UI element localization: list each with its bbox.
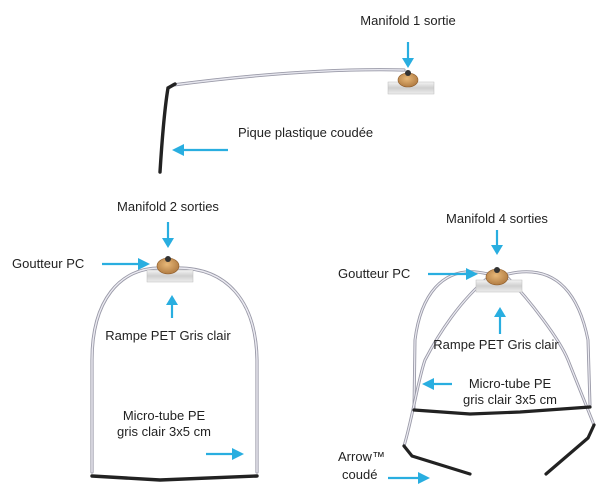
microtube-top [171, 68, 406, 87]
label-arrow-2: coudé [342, 467, 378, 482]
microtube-left-loop [90, 266, 259, 474]
arrow-microtube-right [422, 378, 452, 390]
arrow-rampe-right [494, 307, 506, 334]
arrow-manifold-4 [491, 230, 503, 255]
label-arrow-1: Arrow™ [338, 449, 385, 464]
dripper-top [397, 70, 419, 88]
label-goutteur-left: Goutteur PC [12, 256, 85, 271]
label-manifold-1: Manifold 1 sortie [360, 13, 456, 28]
stake-top [158, 82, 177, 174]
pointer-arrows [102, 42, 506, 484]
arrow-manifold-2 [162, 222, 174, 248]
label-goutteur-right: Goutteur PC [338, 266, 411, 281]
stake-right-upper [412, 405, 592, 416]
dripper-left [156, 256, 180, 275]
label-microtube-right-1: Micro-tube PE [468, 376, 552, 391]
manifold-2-assembly [90, 256, 259, 482]
manifold-1-assembly [158, 68, 435, 174]
label-microtube-right-2: gris clair 3x5 cm [463, 392, 557, 407]
label-rampe-right: Rampe PET Gris clair [433, 337, 559, 352]
manifold-4-assembly [402, 267, 596, 476]
label-microtube-left-2: gris clair 3x5 cm [117, 424, 211, 439]
arrow-goutteur-right [428, 268, 478, 280]
arrow-arrow-coude [388, 472, 430, 484]
stake-left-bottom [90, 474, 259, 482]
label-pique: Pique plastique coudée [238, 125, 374, 140]
arrow-stake-right [544, 423, 596, 476]
label-manifold-2: Manifold 2 sorties [117, 199, 219, 214]
label-rampe-left: Rampe PET Gris clair [105, 328, 231, 343]
arrow-goutteur-left [102, 258, 150, 270]
arrow-stake-left [402, 444, 472, 476]
arrow-microtube-left [206, 448, 244, 460]
arrow-pique [172, 144, 228, 156]
arrow-manifold-1 [402, 42, 414, 68]
dripper-right [485, 267, 509, 286]
label-microtube-left-1: Micro-tube PE [122, 408, 206, 423]
microtube-right-inner [402, 274, 596, 448]
arrow-rampe-left [166, 295, 178, 318]
label-manifold-4: Manifold 4 sorties [446, 211, 548, 226]
